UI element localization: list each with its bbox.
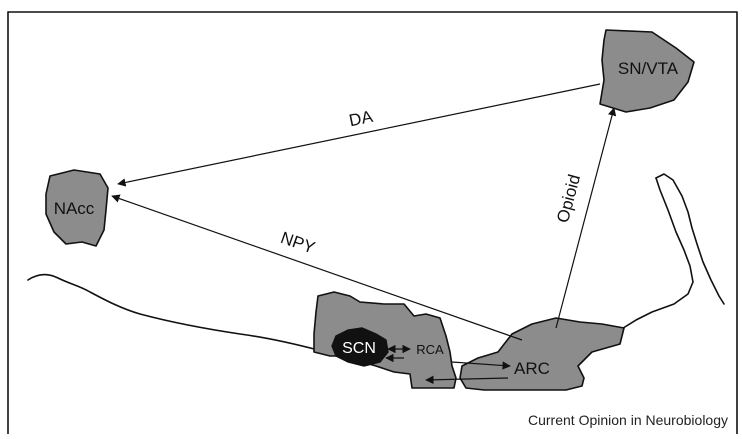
ventricle-contour-inner <box>619 177 694 331</box>
frame-top-right <box>7 11 738 435</box>
source-credit: Current Opinion in Neurobiology <box>528 412 728 428</box>
sn-vta-region <box>599 29 695 113</box>
label-npy-pathway: NPY <box>278 228 317 258</box>
opioid-pathway-arrow <box>555 107 617 329</box>
label-da-pathway: DA <box>347 107 375 131</box>
rca-arc-arrow <box>451 361 511 370</box>
label-sn-vta: SN/VTA <box>618 59 679 78</box>
label-opioid-pathway: Opioid <box>553 172 584 224</box>
label-scn: SCN <box>342 340 376 357</box>
npy-pathway-arrow <box>111 194 523 341</box>
label-rca: RCA <box>416 342 444 357</box>
da-pathway-arrow <box>117 83 601 187</box>
ventricle-contour-outer <box>655 173 725 305</box>
nacc-region <box>45 169 109 247</box>
arc-region <box>459 317 625 391</box>
arc-return-arrow <box>425 375 509 385</box>
brain-ventral-contour <box>27 273 319 351</box>
label-nacc: NAcc <box>54 199 95 218</box>
label-arc: ARC <box>514 359 550 378</box>
scn-region <box>331 327 389 367</box>
